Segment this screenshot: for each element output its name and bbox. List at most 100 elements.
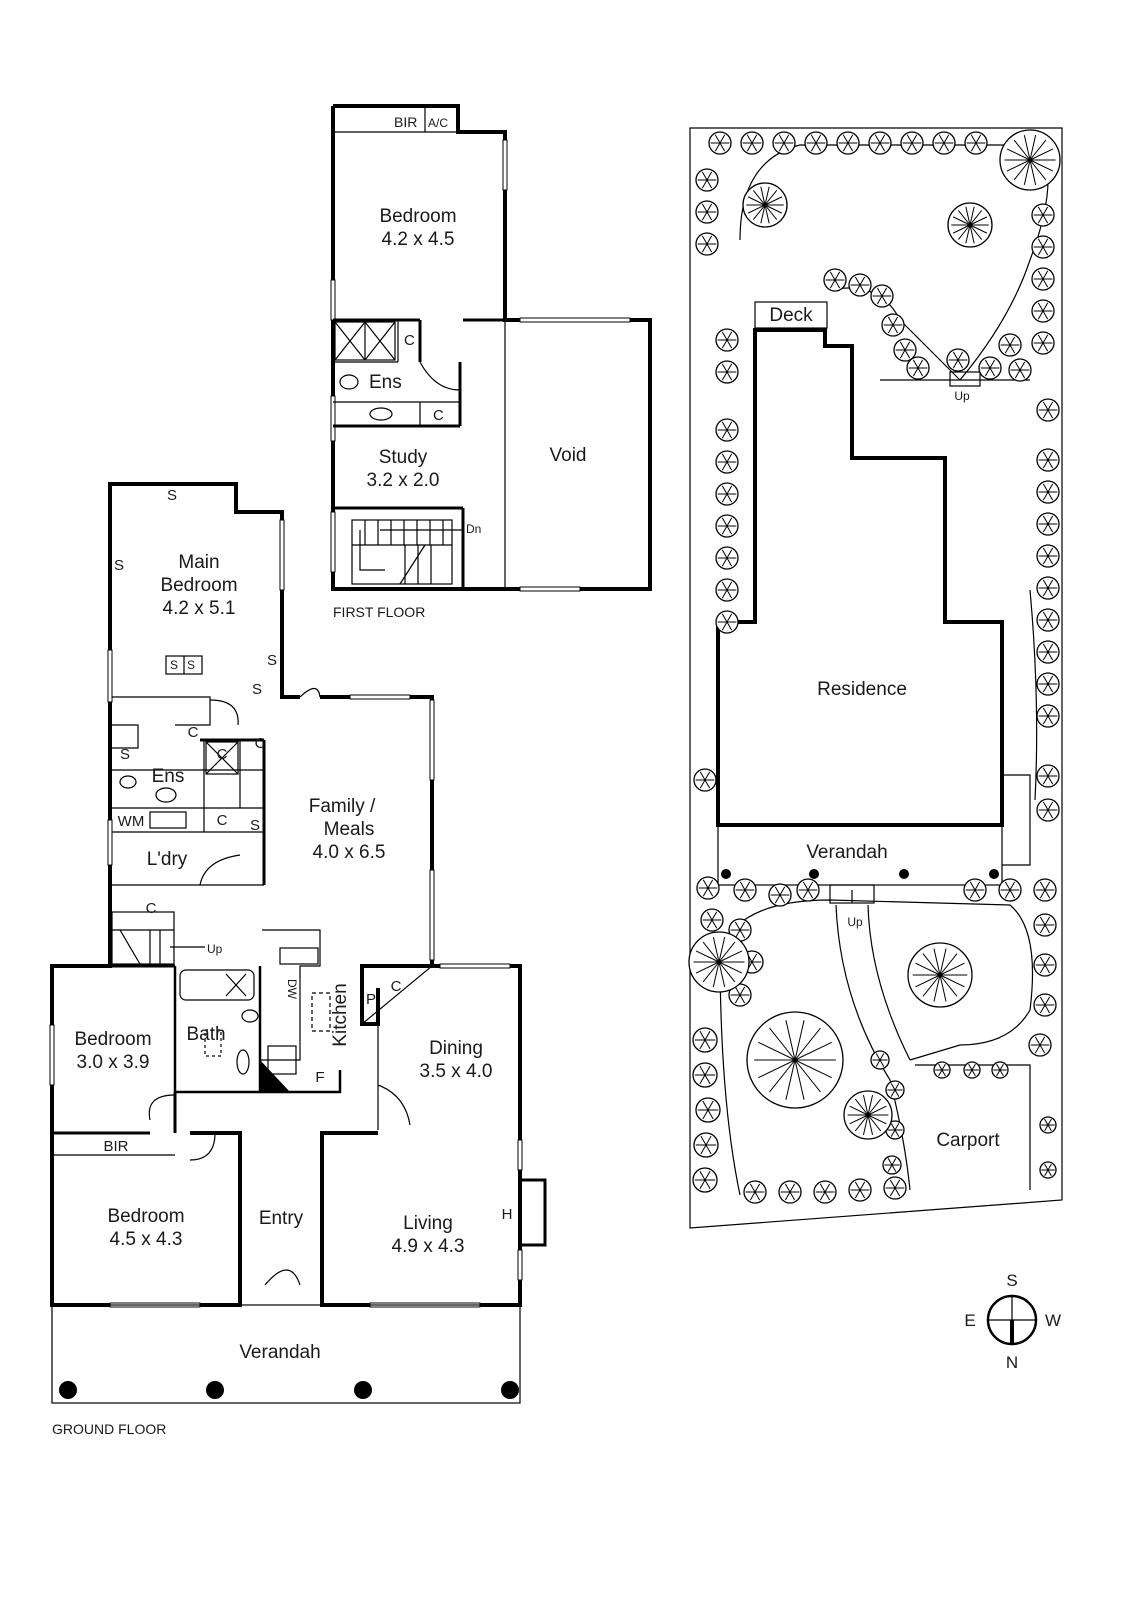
tree-icon — [1033, 913, 1057, 937]
post — [59, 1381, 77, 1399]
cupboard-label: C — [146, 900, 157, 917]
family-meals-name-2: Meals — [324, 819, 375, 840]
bir-label: BIR — [103, 1138, 128, 1155]
stairs-down-label: Dn — [466, 522, 481, 536]
island-bench — [311, 992, 331, 1032]
tree-icon — [733, 878, 757, 902]
tree-icon — [778, 1180, 802, 1204]
basin — [155, 787, 177, 803]
tree-icon — [692, 1062, 718, 1088]
garden-trees — [688, 129, 1061, 1204]
tree-icon — [963, 878, 987, 902]
washing-machine-label: WM — [118, 813, 145, 830]
tree-icon — [870, 284, 894, 308]
tree-icon — [693, 1132, 719, 1158]
compass-west: W — [1045, 1311, 1061, 1330]
tree-icon — [881, 313, 905, 337]
tree-icon — [998, 878, 1022, 902]
family-meals-name-1: Family / — [309, 796, 376, 817]
toilet — [241, 1009, 259, 1023]
basin — [236, 1049, 250, 1075]
living-name: Living — [403, 1213, 453, 1234]
shelf-label: S — [267, 652, 277, 669]
basin — [369, 407, 393, 421]
bedroom-2-size: 3.0 x 3.9 — [77, 1052, 150, 1073]
window — [330, 511, 336, 573]
compass-east: E — [964, 1311, 975, 1330]
residence-outline — [716, 328, 1004, 827]
cooktop — [279, 947, 319, 965]
bath-name: Bath — [186, 1024, 225, 1045]
tree-icon — [998, 333, 1022, 357]
tree-icon — [1036, 576, 1060, 600]
shelf-label: S — [167, 487, 177, 504]
tree-icon — [743, 1180, 767, 1204]
steps-up-label: Up — [847, 915, 863, 929]
tree-icon — [715, 360, 739, 384]
tree-icon — [848, 1178, 872, 1202]
window — [517, 1139, 523, 1171]
tree-icon — [695, 232, 719, 256]
window — [107, 649, 113, 703]
tree-icon — [932, 131, 956, 155]
living-size: 4.9 x 4.3 — [392, 1236, 465, 1257]
main-bedroom-name-2: Bedroom — [160, 575, 237, 596]
staircase — [351, 519, 462, 585]
post — [354, 1381, 372, 1399]
window — [429, 869, 435, 961]
tree-icon — [1031, 235, 1055, 259]
shelf-label: S — [114, 557, 124, 574]
tree-icon — [728, 918, 752, 942]
tree-icon — [870, 1050, 890, 1070]
tree-icon — [1039, 1116, 1057, 1134]
tree-icon — [804, 131, 828, 155]
compass-north: N — [1006, 1353, 1018, 1372]
tree-icon — [708, 131, 732, 155]
tree-icon — [695, 200, 719, 224]
tree-icon — [1036, 608, 1060, 632]
stairs-up-label: Up — [207, 942, 223, 956]
ensuite-first-name: Ens — [369, 372, 402, 393]
tree-icon — [848, 273, 872, 297]
dining-size: 3.5 x 4.0 — [420, 1061, 493, 1082]
tree-icon — [893, 338, 917, 362]
tree-icon — [692, 1027, 718, 1053]
fridge-label: F — [315, 1069, 324, 1086]
residence-label: Residence — [817, 679, 907, 700]
tree-icon — [1036, 798, 1060, 822]
dishwasher-label: DW — [285, 979, 299, 1000]
tree-icon — [906, 356, 930, 380]
window — [330, 395, 336, 442]
tree-icon — [1036, 640, 1060, 664]
tree-icon — [823, 268, 847, 292]
tree-icon — [695, 168, 719, 192]
toilet — [119, 775, 137, 789]
tree-icon — [868, 131, 892, 155]
bedroom-3-name: Bedroom — [107, 1206, 184, 1227]
tree-icon — [715, 418, 739, 442]
bedroom-first-name: Bedroom — [379, 206, 456, 227]
carport-label: Carport — [936, 1130, 1000, 1151]
tree-icon — [883, 1176, 907, 1200]
tree-icon — [740, 131, 764, 155]
tree-icon — [1033, 993, 1057, 1017]
window — [517, 1249, 523, 1281]
shelf-label: S — [252, 681, 262, 698]
tree-icon — [1036, 512, 1060, 536]
toilet — [339, 374, 359, 390]
tree-icon — [695, 1097, 721, 1123]
shelf-label: S — [120, 746, 130, 763]
hearth-label: H — [502, 1206, 513, 1223]
staircase — [111, 911, 205, 965]
shelf-label: S — [250, 817, 260, 834]
tree-icon — [1036, 764, 1060, 788]
tree-icon — [1028, 1033, 1052, 1057]
tree-icon — [696, 876, 720, 900]
tree-icon — [746, 1011, 844, 1109]
tree-icon — [715, 546, 739, 570]
post — [206, 1381, 224, 1399]
trough — [149, 811, 187, 829]
cupboard-label: C — [255, 735, 266, 752]
ground-floor-caption: GROUND FLOOR — [52, 1421, 166, 1437]
